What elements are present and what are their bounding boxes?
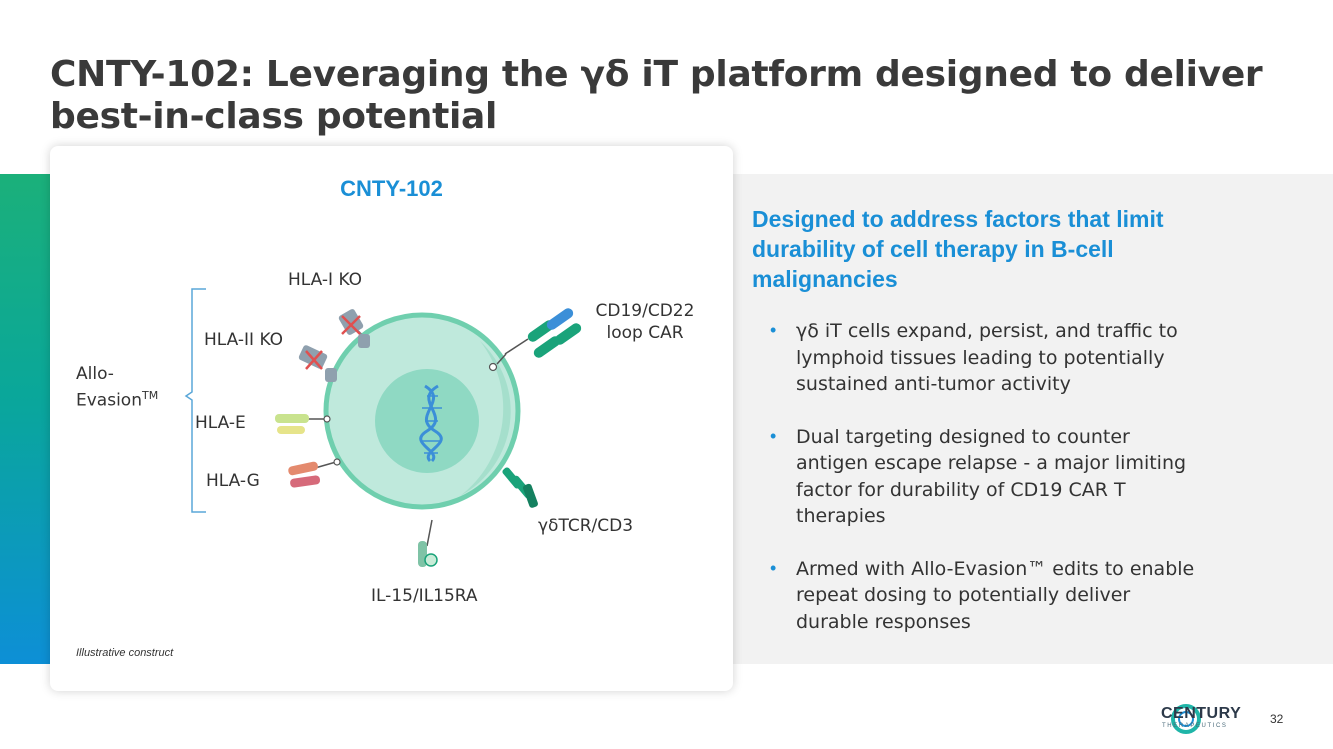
bullet-dot: • xyxy=(770,425,777,446)
bullet-line: lymphoid tissues leading to potentially xyxy=(796,346,1165,369)
bullet-item: • γδ iT cells expand, persist, and traff… xyxy=(770,318,1290,398)
logo-name: CENTURY xyxy=(1161,705,1242,722)
panel-heading-line-3: malignancies xyxy=(752,266,898,292)
bullet-line: repeat dosing to potentially deliver xyxy=(796,584,1131,606)
bullet-line: durable responses xyxy=(796,610,971,633)
cell-diagram xyxy=(184,288,582,567)
dna-icon xyxy=(419,384,443,463)
label-allo-tm: TM xyxy=(141,389,159,402)
bullet-line: Armed with Allo-Evasion™ edits to enable xyxy=(796,557,1195,580)
label-il15: IL-15/IL15RA xyxy=(371,586,478,606)
bullet-dot: • xyxy=(770,320,777,340)
bullet-line: Dual targeting designed to counter xyxy=(796,425,1130,448)
il15-icon xyxy=(418,519,438,567)
tcr-icon xyxy=(502,467,538,508)
hla-ii-ko-icon xyxy=(298,345,337,382)
left-gradient-bar xyxy=(0,174,50,664)
bullet-line: factor for durability of CD19 CAR T xyxy=(796,478,1126,501)
bullet-line: antigen escape relapse - a major limitin… xyxy=(796,452,1187,474)
bullet-line: sustained anti-tumor activity xyxy=(796,373,1071,395)
label-car: CD19/CD22 loop CAR xyxy=(585,300,705,344)
hla-g-icon xyxy=(288,458,341,488)
logo-subtitle: THERAPEUTICS xyxy=(1162,723,1228,729)
footnote: Illustrative construct xyxy=(76,647,174,659)
hla-e-icon xyxy=(275,414,331,434)
diagram-card: CNTY-102 xyxy=(50,146,733,691)
label-hla-i-ko: HLA-I KO xyxy=(288,270,363,290)
label-hla-ii-ko: HLA-II KO xyxy=(204,330,284,350)
label-allo-line2: Evasion xyxy=(76,390,142,411)
bullet-line: γδ iT cells expand, persist, and traffic… xyxy=(796,320,1178,342)
allo-evasion-bracket xyxy=(184,288,206,513)
slide-title-line-1: CNTY-102: Leveraging the γδ iT platform … xyxy=(50,54,1263,95)
label-allo-evasion: Allo- EvasionTM xyxy=(76,364,158,412)
panel-heading: Designed to address factors that limit d… xyxy=(752,204,1312,294)
century-logo-icon xyxy=(1171,704,1201,734)
slide-title: CNTY-102: Leveraging the γδ iT platform … xyxy=(50,54,1290,138)
bullet-line: therapies xyxy=(796,505,886,527)
hla-i-ko-icon xyxy=(338,309,370,348)
bullet-list: • γδ iT cells expand, persist, and traff… xyxy=(770,318,1290,661)
car-icon xyxy=(488,308,582,372)
label-car-line1: CD19/CD22 xyxy=(595,301,695,321)
panel-heading-line-1: Designed to address factors that limit xyxy=(752,206,1164,232)
slide-title-line-2: best-in-class potential xyxy=(50,96,498,137)
label-tcr: γδTCR/CD3 xyxy=(538,516,634,536)
bullet-item: • Dual targeting designed to counter ant… xyxy=(770,424,1290,530)
diagram-title: CNTY-102 xyxy=(340,176,443,201)
label-hla-g: HLA-G xyxy=(206,471,260,491)
cell-shading xyxy=(460,341,511,496)
panel-heading-line-2: durability of cell therapy in B-cell xyxy=(752,236,1114,262)
bullet-dot: • xyxy=(770,557,777,578)
page-number: 32 xyxy=(1270,712,1284,726)
label-allo-line1: Allo- xyxy=(76,364,114,384)
bullet-item: • Armed with Allo-Evasion™ edits to enab… xyxy=(770,556,1290,636)
label-hla-e: HLA-E xyxy=(195,413,246,433)
label-car-line2: loop CAR xyxy=(606,323,684,343)
right-panel-background xyxy=(730,174,1333,664)
